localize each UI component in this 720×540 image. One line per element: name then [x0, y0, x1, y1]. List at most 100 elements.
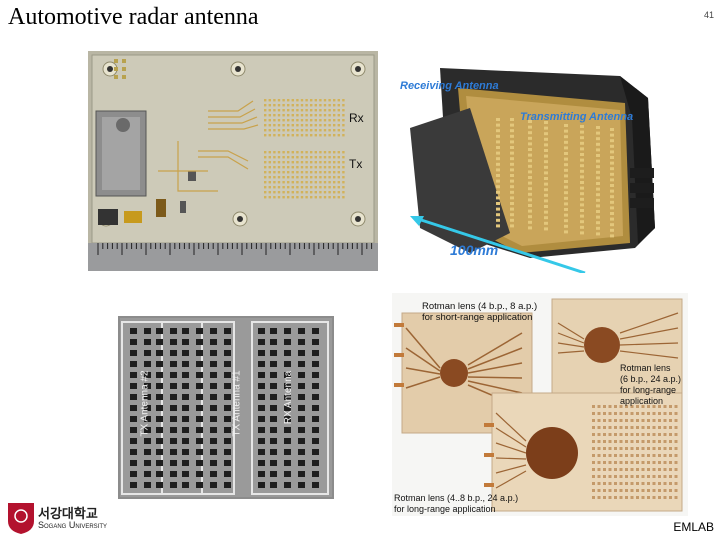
antenna-patch: [647, 433, 650, 436]
antenna-patch: [342, 191, 345, 194]
antenna-patch: [674, 419, 678, 422]
antenna-patch: [328, 156, 331, 159]
antenna-patch: [614, 468, 617, 471]
antenna-patch: [669, 433, 672, 436]
antenna-patch: [496, 213, 500, 217]
antenna-patch: [528, 187, 532, 191]
size-label: 100mm: [450, 242, 499, 258]
antenna-patch: [663, 475, 667, 478]
antenna-patch: [328, 181, 331, 184]
antenna-patch: [636, 433, 639, 436]
antenna-patch: [268, 181, 271, 184]
antenna-patch: [273, 114, 276, 117]
antenna-patch: [319, 176, 322, 179]
antenna-patch: [658, 440, 661, 443]
antenna-patch: [528, 148, 532, 151]
antenna-patch: [282, 166, 285, 169]
antenna-patch: [510, 207, 514, 211]
antenna-patch: [333, 124, 336, 127]
antenna-patch: [182, 383, 189, 389]
antenna-patch: [277, 99, 281, 102]
antenna-patch: [603, 489, 606, 492]
antenna-patch: [323, 171, 327, 174]
antenna-patch: [333, 156, 336, 159]
antenna-patch: [310, 151, 313, 154]
antenna-patch: [625, 461, 628, 464]
antenna-patch: [156, 328, 163, 334]
rotman-lens-photo: Rotman lens (4 b.p., 8 a.p.) for short-r…: [392, 293, 688, 516]
antenna-patch: [270, 372, 277, 378]
lens2-line4: application: [620, 396, 664, 406]
antenna-patch: [614, 482, 617, 485]
antenna-patch: [496, 190, 500, 194]
antenna-patch: [342, 161, 345, 164]
antenna-patch: [564, 185, 568, 189]
antenna-patch: [296, 171, 299, 174]
antenna-patch: [641, 440, 645, 443]
antenna-patch: [328, 171, 331, 174]
antenna-patch: [264, 109, 267, 112]
antenna-patch: [603, 426, 606, 429]
antenna-patch: [647, 454, 650, 457]
antenna-patch: [319, 166, 322, 169]
antenna-patch: [323, 109, 327, 112]
antenna-patch: [284, 372, 291, 378]
antenna-patch: [268, 134, 271, 137]
antenna-array-photo: TX Antenna #2 TX Antenna #1 RX Antenna: [118, 316, 334, 499]
antenna-patch: [296, 109, 299, 112]
antenna-patch: [603, 468, 606, 471]
antenna-patch: [314, 196, 317, 199]
antenna-patch: [196, 460, 203, 466]
antenna-patch: [224, 328, 231, 334]
antenna-patch: [636, 440, 639, 443]
antenna-patch: [284, 427, 291, 433]
antenna-patch: [323, 104, 327, 107]
antenna-patch: [663, 419, 667, 422]
antenna-patch: [273, 124, 276, 127]
antenna-patch: [296, 166, 299, 169]
antenna-patch: [342, 166, 345, 169]
pcb-drawing: [88, 51, 378, 271]
antenna-patch: [310, 181, 313, 184]
antenna-patch: [323, 196, 327, 199]
antenna-patch: [305, 119, 308, 122]
antenna-patch: [528, 192, 532, 196]
antenna-patch: [319, 151, 322, 154]
antenna-patch: [580, 214, 584, 218]
antenna-patch: [619, 475, 623, 478]
antenna-patch: [130, 416, 137, 422]
antenna-patch: [210, 394, 217, 400]
antenna-patch: [170, 438, 177, 444]
antenna-patch: [641, 412, 645, 415]
antenna-patch: [291, 124, 294, 127]
antenna-patch: [544, 137, 548, 141]
antenna-patch: [592, 405, 595, 408]
rx-antenna-label: RX Antenna: [283, 370, 295, 425]
antenna-patch: [619, 405, 623, 408]
antenna-patch: [130, 394, 137, 400]
antenna-patch: [636, 496, 639, 499]
antenna-patch: [510, 196, 514, 200]
antenna-patch: [580, 203, 584, 207]
antenna-patch: [580, 158, 584, 162]
antenna-patch: [636, 489, 639, 492]
antenna-patch: [273, 186, 276, 189]
antenna-patch: [258, 449, 265, 455]
antenna-patch: [182, 394, 189, 400]
antenna-patch: [314, 176, 317, 179]
antenna-patch: [277, 181, 281, 184]
antenna-patch: [323, 191, 327, 194]
antenna-patch: [314, 104, 317, 107]
antenna-patch: [597, 468, 601, 471]
antenna-patch: [596, 165, 600, 169]
antenna-patch: [156, 394, 163, 400]
antenna-patch: [130, 339, 137, 345]
antenna-patch: [305, 124, 308, 127]
antenna-patch: [596, 210, 600, 213]
antenna-patch: [144, 482, 151, 488]
antenna-patch: [224, 471, 231, 477]
antenna-patch: [328, 109, 331, 112]
antenna-patch: [298, 471, 305, 477]
antenna-patch: [300, 191, 304, 194]
pcb-radar-photo: Rx Tx: [88, 51, 378, 271]
